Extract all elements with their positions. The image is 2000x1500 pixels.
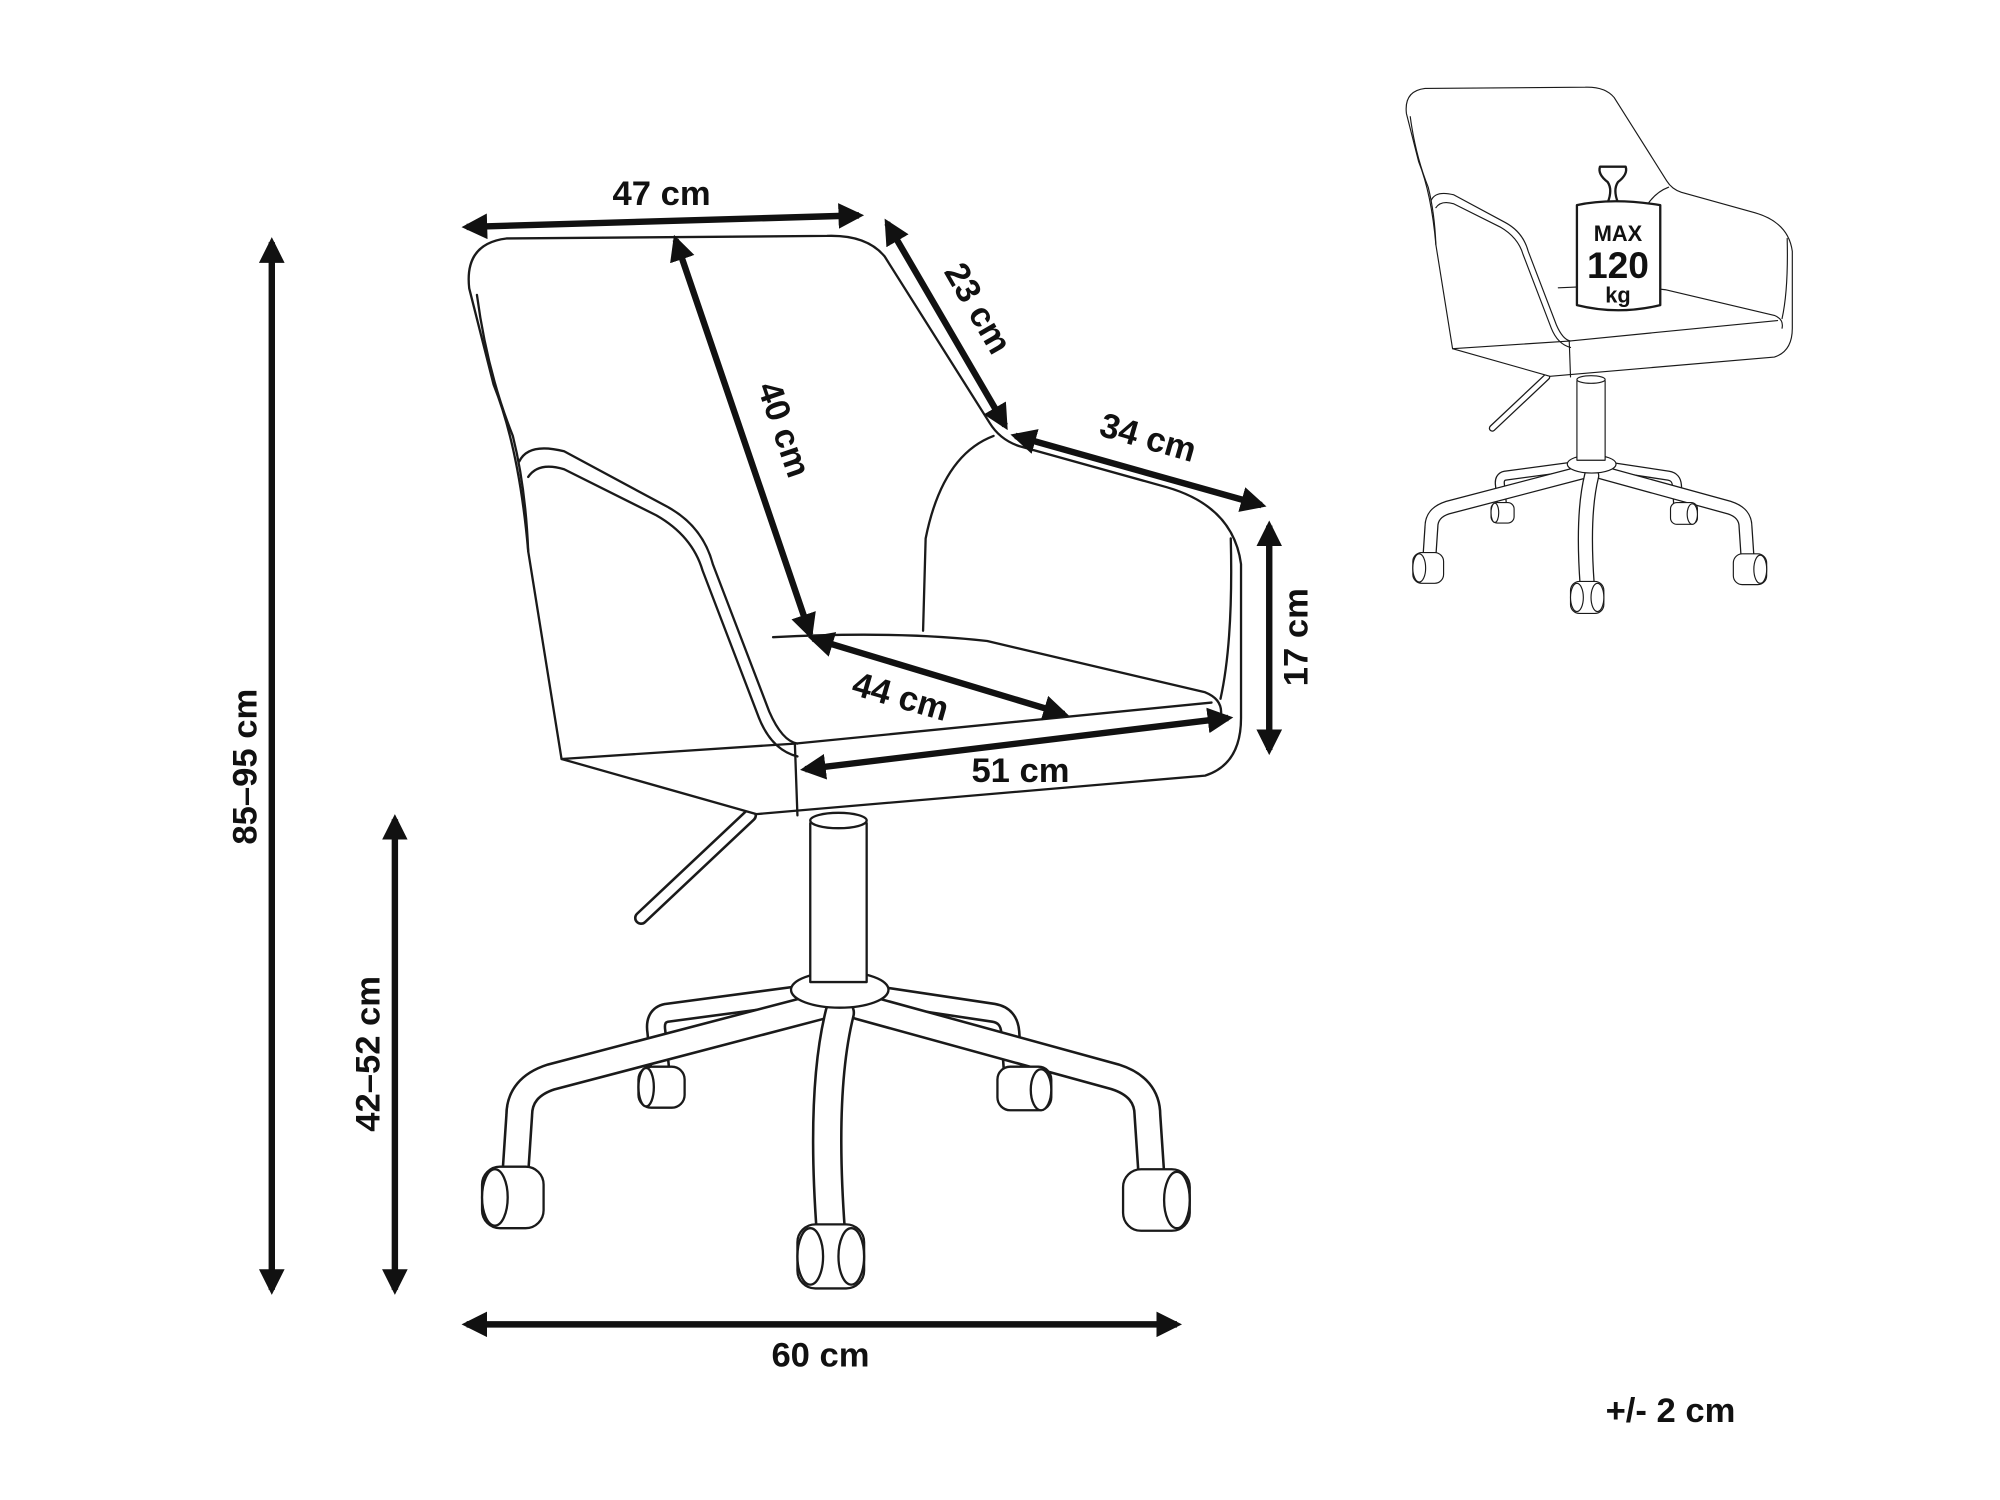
max-load-unit: kg — [1605, 283, 1630, 308]
backrest-height-arrow — [670, 234, 816, 640]
armrest-depth-arrow — [1010, 429, 1267, 512]
back-width-arrow — [461, 203, 865, 240]
total-height-label: 85–95 cm — [226, 689, 264, 845]
seat-depth-arrow — [807, 632, 1070, 721]
armrest-slope-label: 23 cm — [936, 257, 1018, 361]
back-width-label: 47 cm — [612, 175, 710, 213]
seat-height-label: 42–52 cm — [349, 976, 387, 1132]
max-load-weight-icon: MAX 120 kg — [1575, 165, 1662, 312]
armrest-slope-arrow — [884, 218, 1008, 431]
base-width-label: 60 cm — [771, 1337, 869, 1375]
tolerance-note: +/- 2 cm — [1606, 1392, 1736, 1430]
seat-width-arrow — [800, 707, 1234, 780]
armrest-height-label: 17 cm — [1278, 588, 1316, 686]
seat-width-label: 51 cm — [971, 752, 1069, 790]
max-label: MAX — [1594, 221, 1643, 246]
max-load-value: 120 — [1587, 244, 1649, 286]
